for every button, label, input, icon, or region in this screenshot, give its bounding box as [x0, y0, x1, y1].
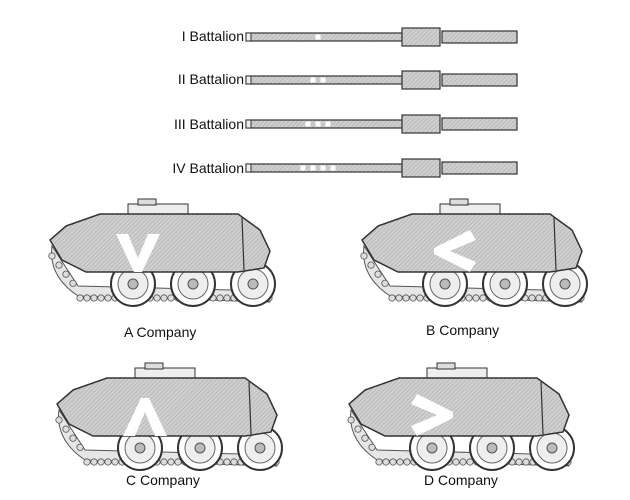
- road-wheel: [529, 425, 575, 471]
- battalion-dot: [320, 77, 326, 83]
- vehicle-d: [347, 362, 575, 471]
- battalion-dot: [305, 121, 311, 127]
- battalion-2-label: II Battalion: [177, 71, 244, 87]
- road-wheel: [409, 425, 455, 471]
- battalion-4-label: IV Battalion: [172, 160, 244, 176]
- company-a-label: A Company: [124, 324, 197, 340]
- company-chevron-down: [116, 234, 160, 272]
- battalion-dot: [315, 34, 321, 40]
- road-wheel: [177, 425, 223, 471]
- battalion-dot: [310, 165, 316, 171]
- battalion-dot: [330, 165, 336, 171]
- battalion-dot: [315, 121, 321, 127]
- battalion-dot: [320, 165, 326, 171]
- vehicle-c: [55, 362, 283, 471]
- gun-barrel-1: [245, 27, 518, 47]
- company-c-label: C Company: [126, 472, 200, 488]
- battalion-3-label: III Battalion: [173, 116, 244, 132]
- road-wheel: [170, 261, 216, 307]
- gun-barrel-4: [245, 158, 518, 178]
- battalion-dot: [310, 77, 316, 83]
- road-wheel: [469, 425, 515, 471]
- road-wheel: [237, 425, 283, 471]
- road-wheel: [482, 261, 528, 307]
- gun-barrel-3: [245, 114, 518, 134]
- company-chevron-left: [434, 230, 476, 272]
- road-wheel: [542, 261, 588, 307]
- company-d-label: D Company: [424, 472, 498, 488]
- vehicle-a: [48, 198, 276, 307]
- company-b-label: B Company: [426, 322, 500, 338]
- battalion-dot: [300, 165, 306, 171]
- company-chevron-up: [123, 398, 167, 436]
- gun-barrel-2: [245, 70, 518, 90]
- battalion-1-label: I Battalion: [181, 28, 244, 44]
- road-wheel: [230, 261, 276, 307]
- vehicle-b: [360, 198, 588, 307]
- company-chevron-right: [411, 394, 453, 436]
- battalion-dot: [325, 121, 331, 127]
- road-wheel: [110, 261, 156, 307]
